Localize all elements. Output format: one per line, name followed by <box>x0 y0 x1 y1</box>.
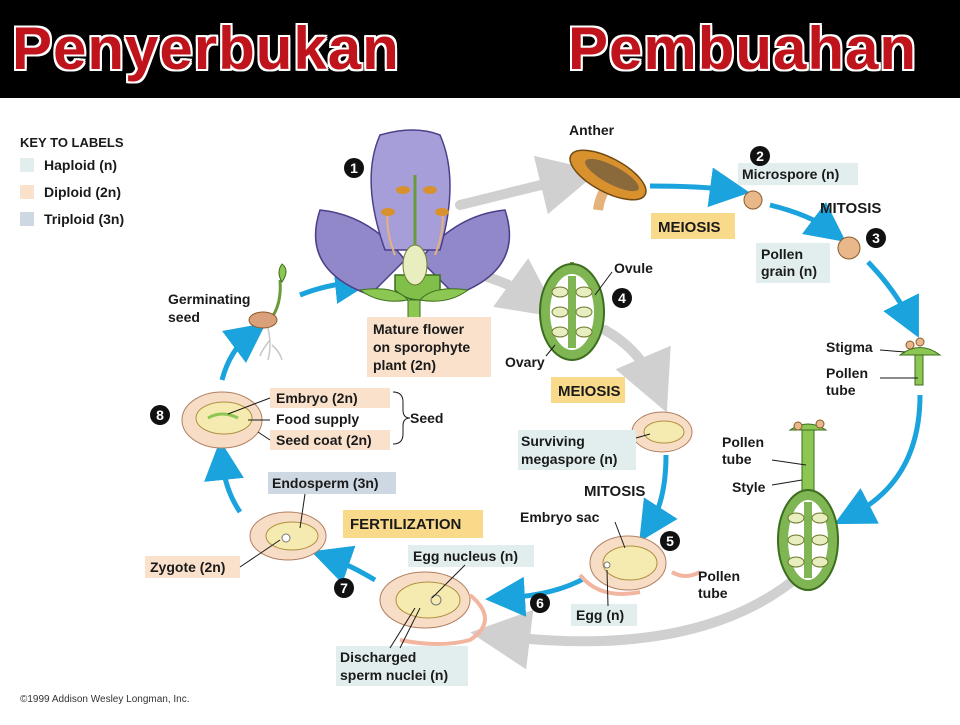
key-swatch-diploid <box>20 185 34 199</box>
key-title: KEY TO LABELS <box>20 135 124 150</box>
egg-box <box>571 604 637 626</box>
pollen-grain-box <box>756 243 830 283</box>
arrow-zygote-to-seed <box>204 440 244 514</box>
title-pembuahan: Pembuahan <box>568 15 918 82</box>
arrow-ovule-to-meiosis <box>600 325 671 413</box>
step-3: 3 <box>872 230 880 246</box>
ovary-illustration <box>539 262 605 361</box>
label-endosperm: Endosperm (3n) <box>272 475 379 491</box>
pollen-grain-cell <box>837 236 861 260</box>
anther-illustration <box>569 149 647 211</box>
label-embryo-sac: Embryo sac <box>520 509 600 525</box>
label-pollen-grain-1: Pollen <box>761 246 803 262</box>
label-discharged-1: Discharged <box>340 649 416 665</box>
label-pollen-tube-a1: Pollen <box>826 365 868 381</box>
key-to-labels: KEY TO LABELS Haploid (n) Diploid (2n) T… <box>20 135 124 227</box>
microspore-cell <box>743 190 763 210</box>
label-seed: Seed <box>410 410 443 426</box>
label-surviving-1: Surviving <box>521 433 585 449</box>
arrow-embryo-sac-to-fertilization <box>485 575 587 617</box>
surviving-megaspore-illustration <box>631 411 693 453</box>
key-triploid: Triploid (3n) <box>44 211 124 227</box>
copyright-text: ©1999 Addison Wesley Longman, Inc. <box>20 694 190 705</box>
label-egg: Egg (n) <box>576 607 624 623</box>
label-zygote: Zygote (2n) <box>150 559 225 575</box>
step-2: 2 <box>756 148 764 164</box>
label-pollen-tube-c1: Pollen <box>698 568 740 584</box>
embryo-sac-illustration <box>578 535 701 596</box>
endosperm-box <box>268 472 396 494</box>
seed-coat-box <box>270 430 390 450</box>
arrow-pollen-to-stigma <box>866 260 919 338</box>
label-pollen-tube-b1: Pollen <box>722 434 764 450</box>
label-mitosis-2: MITOSIS <box>584 483 645 500</box>
step-4: 4 <box>618 290 626 306</box>
step-6: 6 <box>536 595 544 611</box>
label-germinating-1: Germinating <box>168 291 250 307</box>
label-fertilization: FERTILIZATION <box>350 516 461 533</box>
label-pollen-tube-b2: tube <box>722 451 752 467</box>
step-7: 7 <box>340 580 348 596</box>
label-egg-nucleus: Egg nucleus (n) <box>413 548 518 564</box>
arrow-seed-to-germinating <box>219 322 266 381</box>
fertilization-ovule-illustration <box>379 571 487 646</box>
microspore-box <box>738 163 858 185</box>
label-mature-flower-2: on sporophyte <box>373 339 470 355</box>
key-swatch-haploid <box>20 158 34 172</box>
arrow-pistil-to-fertilization <box>470 570 805 670</box>
label-embryo: Embryo (2n) <box>276 390 358 406</box>
label-seed-coat: Seed coat (2n) <box>276 432 372 448</box>
arrow-microspore-to-pollen <box>769 202 847 242</box>
label-pollen-tube-c2: tube <box>698 585 728 601</box>
label-style: Style <box>732 479 766 495</box>
label-mitosis-1: MITOSIS <box>820 200 881 217</box>
leader-lines <box>227 271 918 649</box>
label-germinating-2: seed <box>168 309 200 325</box>
label-meiosis-1: MEIOSIS <box>658 219 721 236</box>
arrow-anther-to-microspore <box>649 167 750 208</box>
embryo-box <box>270 388 390 408</box>
label-ovary: Ovary <box>505 354 545 370</box>
mature-flower-illustration <box>314 129 511 321</box>
angiosperm-life-cycle-diagram: KEY TO LABELS Haploid (n) Diploid (2n) T… <box>0 98 960 720</box>
sperm-nuclei-box <box>336 646 468 686</box>
surviving-megaspore-box <box>518 430 636 470</box>
arrow-megaspore-to-embryo-sac <box>639 454 678 542</box>
egg-nucleus-box <box>408 545 534 567</box>
step-markers: 1 2 3 4 5 6 7 8 <box>150 146 886 613</box>
label-anther: Anther <box>569 122 615 138</box>
zygote-box <box>145 556 240 578</box>
label-pollen-grain-2: grain (n) <box>761 263 817 279</box>
label-ovule: Ovule <box>614 260 653 276</box>
title-penyerbukan: Penyerbukan <box>12 15 400 82</box>
meiosis-box-2 <box>551 377 625 403</box>
stigma-illustration <box>898 337 942 386</box>
fertilization-box <box>343 510 483 538</box>
step-1: 1 <box>350 160 358 176</box>
label-meiosis-2: MEIOSIS <box>558 383 621 400</box>
pistil-illustration <box>777 419 839 591</box>
germinating-seed-illustration <box>248 263 287 361</box>
step-8: 8 <box>156 407 164 423</box>
step-5: 5 <box>666 533 674 549</box>
label-stigma: Stigma <box>826 339 873 355</box>
label-pollen-tube-a2: tube <box>826 382 856 398</box>
arrow-fertilization-to-zygote <box>311 545 377 584</box>
meiosis-box-1 <box>651 213 735 239</box>
key-diploid: Diploid (2n) <box>44 184 121 200</box>
diagram-labels: Anther Microspore (n) MEIOSIS MITOSIS Po… <box>20 122 881 705</box>
key-haploid: Haploid (n) <box>44 157 117 173</box>
label-food-supply: Food supply <box>276 411 359 427</box>
label-surviving-2: megaspore (n) <box>521 451 617 467</box>
seed-illustration <box>181 391 263 449</box>
key-swatch-triploid <box>20 212 34 226</box>
label-discharged-2: sperm nuclei (n) <box>340 667 448 683</box>
header-bar: Penyerbukan Pembuahan <box>0 0 960 98</box>
arrow-flower-to-anther <box>455 155 600 215</box>
label-mature-flower-3: plant (2n) <box>373 357 436 373</box>
label-microspore: Microspore (n) <box>742 166 839 182</box>
label-mature-flower-1: Mature flower <box>373 321 465 337</box>
arrow-stigma-to-pistil <box>834 394 923 525</box>
mature-flower-box <box>367 317 491 377</box>
